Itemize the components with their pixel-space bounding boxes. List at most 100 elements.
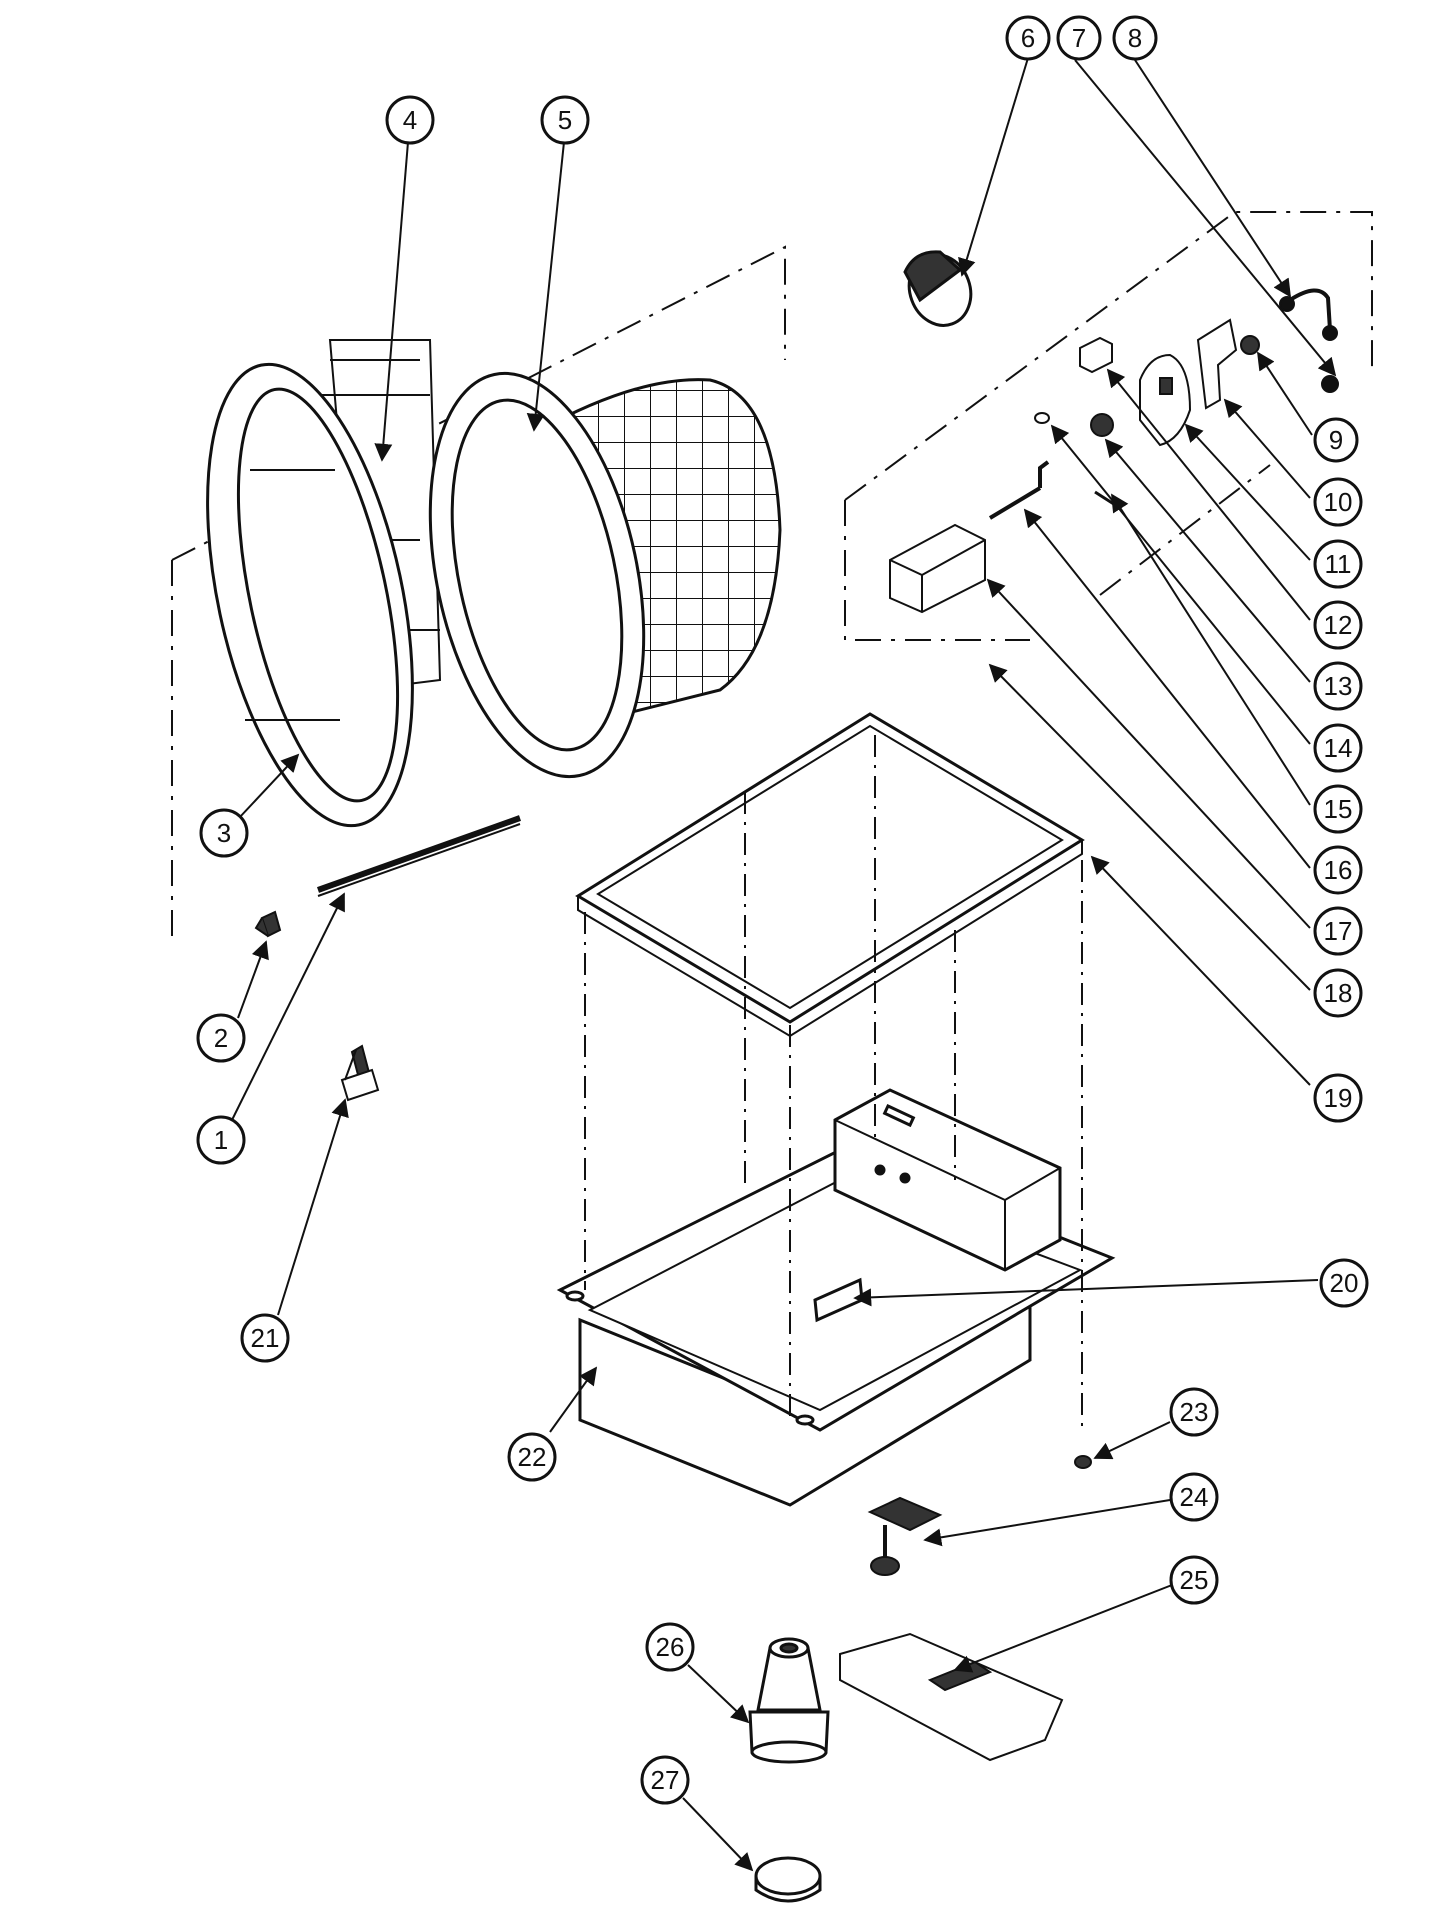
callout-4: 4: [385, 95, 435, 145]
foot-cone-part: [748, 1637, 830, 1764]
leader-18: [988, 663, 1311, 991]
callout-22: 22: [507, 1432, 557, 1482]
callout-label: 10: [1324, 487, 1353, 517]
callout-label: 4: [403, 105, 417, 135]
leader-7: [1074, 59, 1337, 377]
callout-label: 25: [1180, 1565, 1209, 1595]
base-tub-part: [556, 1088, 1116, 1507]
rod-part: [316, 815, 522, 897]
callout-label: 13: [1324, 671, 1353, 701]
leader-6: [958, 57, 1029, 277]
callout-label: 17: [1324, 916, 1353, 946]
control-parts-cluster: [889, 288, 1339, 614]
callout-13: 13: [1313, 661, 1363, 711]
bracket-part: [340, 1044, 380, 1102]
callout-18: 18: [1313, 968, 1363, 1018]
callout-1: 1: [196, 1115, 246, 1165]
leader-20: [853, 1279, 1319, 1307]
leader-16: [1023, 508, 1311, 869]
leader-26: [687, 1664, 750, 1724]
callout-25: 25: [1169, 1555, 1219, 1605]
leader-22: [549, 1366, 598, 1433]
callout-label: 18: [1324, 978, 1353, 1008]
leader-14: [1050, 424, 1311, 745]
leader-11: [1184, 423, 1311, 561]
leader-23: [1093, 1421, 1171, 1460]
leader-19: [1090, 855, 1311, 1086]
callout-14: 14: [1313, 723, 1363, 773]
callouts: 1 2 3 4 5 6 7 8 9 10 11 12 13 14 15 16 1…: [196, 15, 1369, 1805]
callout-label: 21: [251, 1323, 280, 1353]
leader-3: [238, 753, 300, 819]
callout-21: 21: [240, 1313, 290, 1363]
callout-label: 6: [1021, 23, 1035, 53]
callout-7: 7: [1056, 15, 1102, 61]
callout-6: 6: [1005, 15, 1051, 61]
callout-19: 19: [1313, 1073, 1363, 1123]
callout-label: 7: [1072, 23, 1086, 53]
callout-3: 3: [199, 808, 249, 858]
callout-label: 26: [656, 1632, 685, 1662]
callout-26: 26: [645, 1622, 695, 1672]
callout-label: 19: [1324, 1083, 1353, 1113]
callout-12: 12: [1313, 600, 1363, 650]
leader-2: [237, 940, 269, 1019]
group-outline-drum: [171, 245, 786, 940]
assembly-guide-lines: [584, 735, 1083, 1430]
callout-11: 11: [1313, 539, 1363, 589]
leader-4: [374, 141, 409, 462]
callout-label: 2: [214, 1023, 228, 1053]
leader-arrows: [230, 57, 1337, 1872]
callout-9: 9: [1313, 417, 1359, 463]
leader-9: [1257, 351, 1313, 436]
callout-label: 22: [518, 1442, 547, 1472]
foot-part: [867, 1496, 943, 1576]
callout-8: 8: [1112, 15, 1158, 61]
callout-label: 8: [1128, 23, 1142, 53]
callout-label: 24: [1180, 1482, 1209, 1512]
ring-part: [754, 1856, 822, 1903]
leader-13: [1104, 438, 1311, 683]
leader-24: [923, 1499, 1171, 1547]
leader-12: [1106, 368, 1311, 621]
callout-label: 16: [1324, 855, 1353, 885]
callout-5: 5: [540, 95, 590, 145]
callout-label: 14: [1324, 733, 1353, 763]
group-outline-controls: [844, 211, 1373, 641]
callout-label: 9: [1329, 425, 1343, 455]
small-cap-part: [1074, 1455, 1092, 1469]
callout-label: 20: [1330, 1268, 1359, 1298]
callout-17: 17: [1313, 906, 1363, 956]
callout-16: 16: [1313, 845, 1363, 895]
callout-label: 11: [1325, 549, 1352, 579]
callout-20: 20: [1319, 1258, 1369, 1308]
small-clip-part: [254, 910, 282, 938]
leader-21: [277, 1098, 349, 1316]
drum-front-ring: [206, 339, 442, 828]
callout-label: 15: [1324, 794, 1353, 824]
callout-23: 23: [1169, 1387, 1219, 1437]
leader-27: [682, 1797, 754, 1872]
leader-8: [1134, 59, 1291, 298]
callout-label: 12: [1324, 610, 1353, 640]
callout-15: 15: [1313, 784, 1363, 834]
callout-label: 23: [1180, 1397, 1209, 1427]
leader-17: [986, 578, 1311, 929]
callout-24: 24: [1169, 1472, 1219, 1522]
leader-1: [230, 892, 345, 1123]
plate-part: [839, 1632, 1064, 1762]
leader-15: [1111, 493, 1311, 806]
callout-10: 10: [1313, 477, 1363, 527]
callout-label: 5: [558, 105, 572, 135]
frame-part: [575, 712, 1085, 1038]
leader-25: [953, 1584, 1173, 1673]
callout-label: 27: [651, 1765, 680, 1795]
callout-label: 1: [214, 1125, 228, 1155]
knob-part: [903, 250, 973, 327]
leader-5: [526, 141, 565, 432]
callout-label: 3: [217, 818, 231, 848]
drum-mesh-cylinder: [428, 371, 782, 779]
callout-27: 27: [640, 1755, 690, 1805]
